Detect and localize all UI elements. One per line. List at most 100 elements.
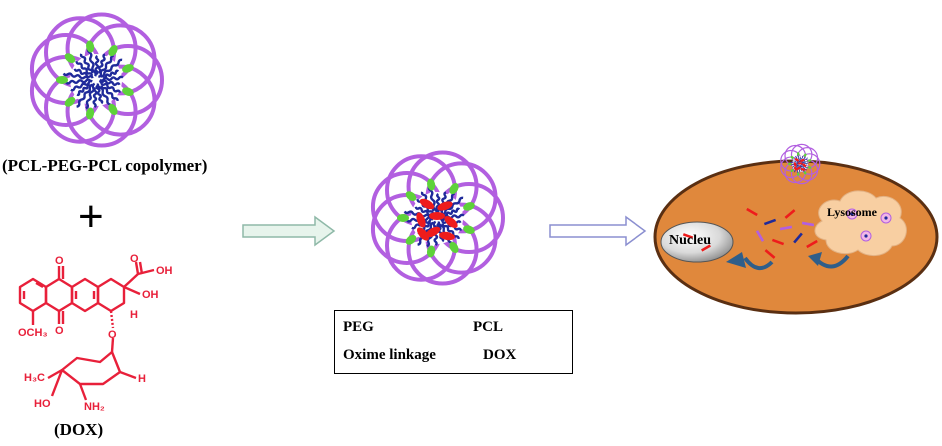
plus-sign: + <box>78 192 104 241</box>
released-fragment <box>746 207 758 217</box>
oxime-dot <box>122 64 134 73</box>
nucleus-label: Nucleu <box>669 233 711 248</box>
legend-peg-label: PEG <box>343 319 374 335</box>
oxime-dot <box>803 171 807 175</box>
dox-label: (DOX) <box>54 420 104 439</box>
dox-in-nucleus <box>701 244 711 252</box>
oxime-dot <box>449 183 459 195</box>
pcl-chain <box>427 185 438 215</box>
arrow-to-micelle <box>242 215 336 247</box>
dox-molecule <box>437 201 453 211</box>
oxime-dot <box>426 245 436 258</box>
pcl-chain <box>100 85 119 102</box>
oxime-dot <box>405 234 417 245</box>
oxime-dot <box>790 155 794 159</box>
pcl-chain <box>100 82 122 93</box>
legend-pcl-label: PCL <box>473 319 503 335</box>
dox-molecule <box>419 198 435 210</box>
oxime-dot <box>122 87 134 96</box>
pcl-chain <box>441 196 464 216</box>
pcl-chain <box>94 55 100 76</box>
pcl-chain <box>97 53 106 74</box>
pcl-chain <box>95 85 104 105</box>
oxime-dot <box>56 75 69 84</box>
legend: PEG PCL Oxime linkage DOX <box>334 310 573 374</box>
pcl-chain <box>443 207 461 217</box>
pcl-chain <box>92 86 98 108</box>
pcl-chain <box>79 53 94 74</box>
released-fragment <box>779 225 793 231</box>
cell <box>653 159 939 315</box>
oxime-dot <box>790 169 794 173</box>
pcl-chain <box>76 83 93 108</box>
pcl-chain <box>102 69 120 79</box>
dox-loaded-micelle <box>370 150 505 286</box>
pcl-chain <box>100 58 123 78</box>
released-fragment <box>806 239 818 249</box>
released-fragment <box>801 221 815 227</box>
dox-molecule <box>800 168 806 171</box>
released-fragment <box>763 218 777 226</box>
dox-molecule <box>797 162 803 165</box>
oxime-dot <box>108 103 118 116</box>
nucleus <box>660 221 734 263</box>
dox-molecule <box>794 158 800 162</box>
oxime-dot <box>803 153 807 157</box>
dox-in-nucleus <box>682 233 694 239</box>
atom-ho: HO <box>34 398 51 410</box>
atom-oh-top: OH <box>156 265 173 277</box>
oxime-dot <box>64 53 76 64</box>
pcl-chain <box>802 160 807 164</box>
pcl-chain <box>799 156 802 163</box>
dox-molecule <box>425 226 441 238</box>
oxime-dot <box>108 45 118 57</box>
released-fragment <box>764 249 776 259</box>
oxime-dot <box>86 40 95 53</box>
pcl-chain <box>99 75 124 82</box>
oxime-dot <box>807 166 812 169</box>
dox-molecule <box>417 227 429 241</box>
pcl-chain <box>76 83 91 97</box>
dox-molecule <box>439 231 455 241</box>
lysosome <box>814 190 907 256</box>
oxime-dot <box>797 152 800 156</box>
legend-dox-label: DOX <box>483 347 517 363</box>
dox-molecule <box>429 212 445 220</box>
dox-molecule <box>416 212 426 228</box>
atom-h-stereo: H <box>130 309 138 321</box>
pcl-chain <box>73 68 94 79</box>
released-fragment <box>784 209 796 219</box>
atom-o-bottom: O <box>55 325 64 337</box>
legend-oxime-label: Oxime linkage <box>343 347 436 363</box>
released-fragment <box>755 230 765 242</box>
dox-molecule <box>802 163 807 167</box>
atom-o-top: O <box>55 255 64 267</box>
micelle-entering-cell <box>780 143 821 185</box>
pcl-chain <box>62 72 90 80</box>
copolymer-label: (PCL-PEG-PCL copolymer) <box>2 156 208 175</box>
atom-nh2: NH₂ <box>84 401 105 413</box>
pcl-chain <box>441 223 460 240</box>
atom-o-link: O <box>108 329 117 341</box>
dox-molecule <box>444 216 458 228</box>
atom-methyl: H₃C <box>24 372 45 384</box>
pcl-chain <box>799 165 803 172</box>
oxime-dot <box>427 178 436 191</box>
dox-molecule <box>800 159 805 162</box>
oxime-dot <box>397 213 410 222</box>
empty-micelle <box>29 12 164 148</box>
pcl-chain <box>86 47 97 77</box>
dox-molecule <box>794 166 798 171</box>
pcl-chain <box>801 157 808 164</box>
dox-molecule <box>796 166 801 170</box>
release-arrow-1 <box>743 256 774 270</box>
oxime-dot <box>405 191 417 202</box>
lysosome-label: Lysosome <box>827 205 878 219</box>
atom-h-sugar: H <box>138 373 146 385</box>
released-fragment <box>793 232 803 244</box>
pcl-chain <box>98 54 114 78</box>
pcl-chain <box>801 165 807 171</box>
oxime-dot <box>463 225 475 234</box>
arrow-to-cell <box>549 215 647 247</box>
atom-o-keto: O <box>130 253 139 265</box>
